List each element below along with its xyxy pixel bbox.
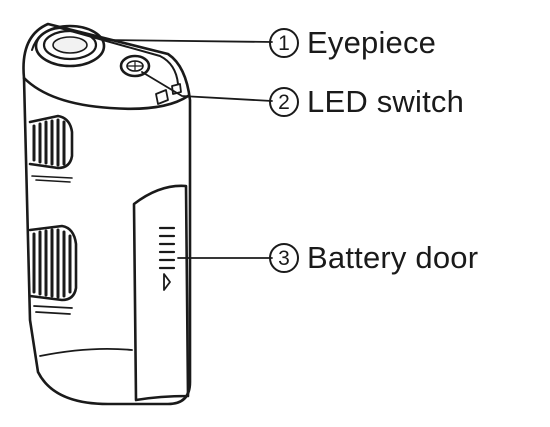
leader-line-led-switch bbox=[141, 71, 273, 102]
battery-door-icon bbox=[132, 184, 190, 402]
bottom-seam bbox=[39, 347, 133, 357]
top-cap-edge bbox=[22, 76, 190, 111]
callout-eyepiece: 1 Eyepiece bbox=[269, 23, 436, 63]
eyepiece-icon bbox=[34, 24, 106, 68]
callout-led-switch: 2 LED switch bbox=[269, 82, 464, 122]
callout-label: Eyepiece bbox=[307, 25, 437, 60]
callout-number: 2 bbox=[269, 87, 299, 117]
callout-battery-door: 3 Battery door bbox=[269, 238, 478, 278]
led-switch-icon bbox=[119, 54, 151, 78]
focus-wheel-icon bbox=[28, 224, 78, 302]
focus-label-marks bbox=[33, 305, 73, 315]
callout-number: 1 bbox=[269, 28, 299, 58]
device-body bbox=[22, 22, 192, 406]
callout-number: 3 bbox=[269, 243, 299, 273]
callout-label: Battery door bbox=[307, 240, 479, 275]
zoom-scale-marks bbox=[31, 175, 73, 183]
callout-label: LED switch bbox=[307, 84, 465, 119]
leader-line-eyepiece bbox=[103, 39, 273, 43]
zoom-wheel-icon bbox=[28, 114, 74, 170]
